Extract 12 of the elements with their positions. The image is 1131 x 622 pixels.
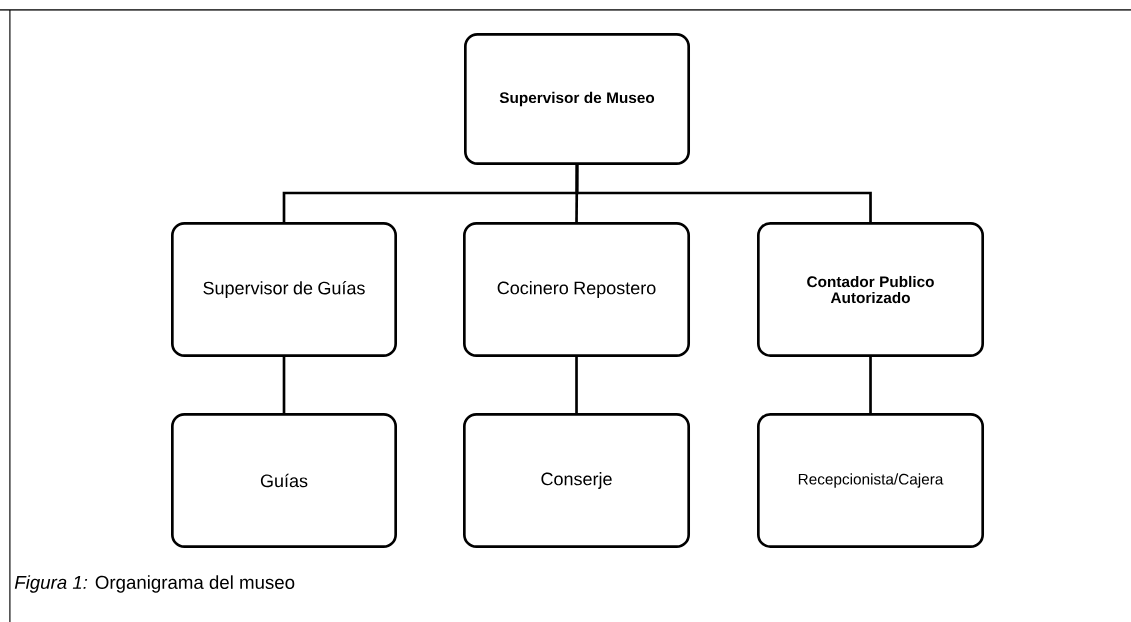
role-box: Contador Publico Autorizado <box>757 222 984 357</box>
connector-line <box>282 357 286 413</box>
role-box: Recepcionista/Cajera <box>757 413 984 548</box>
role-box: Guías <box>171 413 397 548</box>
role-box: Cocinero Repostero <box>463 222 690 357</box>
role-box: Conserje <box>463 413 690 548</box>
connector-line <box>575 357 578 413</box>
connector-line <box>869 357 872 413</box>
connector-line <box>575 165 872 222</box>
role-box: Supervisor de Guías <box>171 222 397 357</box>
role-box: Supervisor de Museo <box>464 33 690 165</box>
figure-caption: Figura 1: Organigrama del museo <box>14 575 295 593</box>
